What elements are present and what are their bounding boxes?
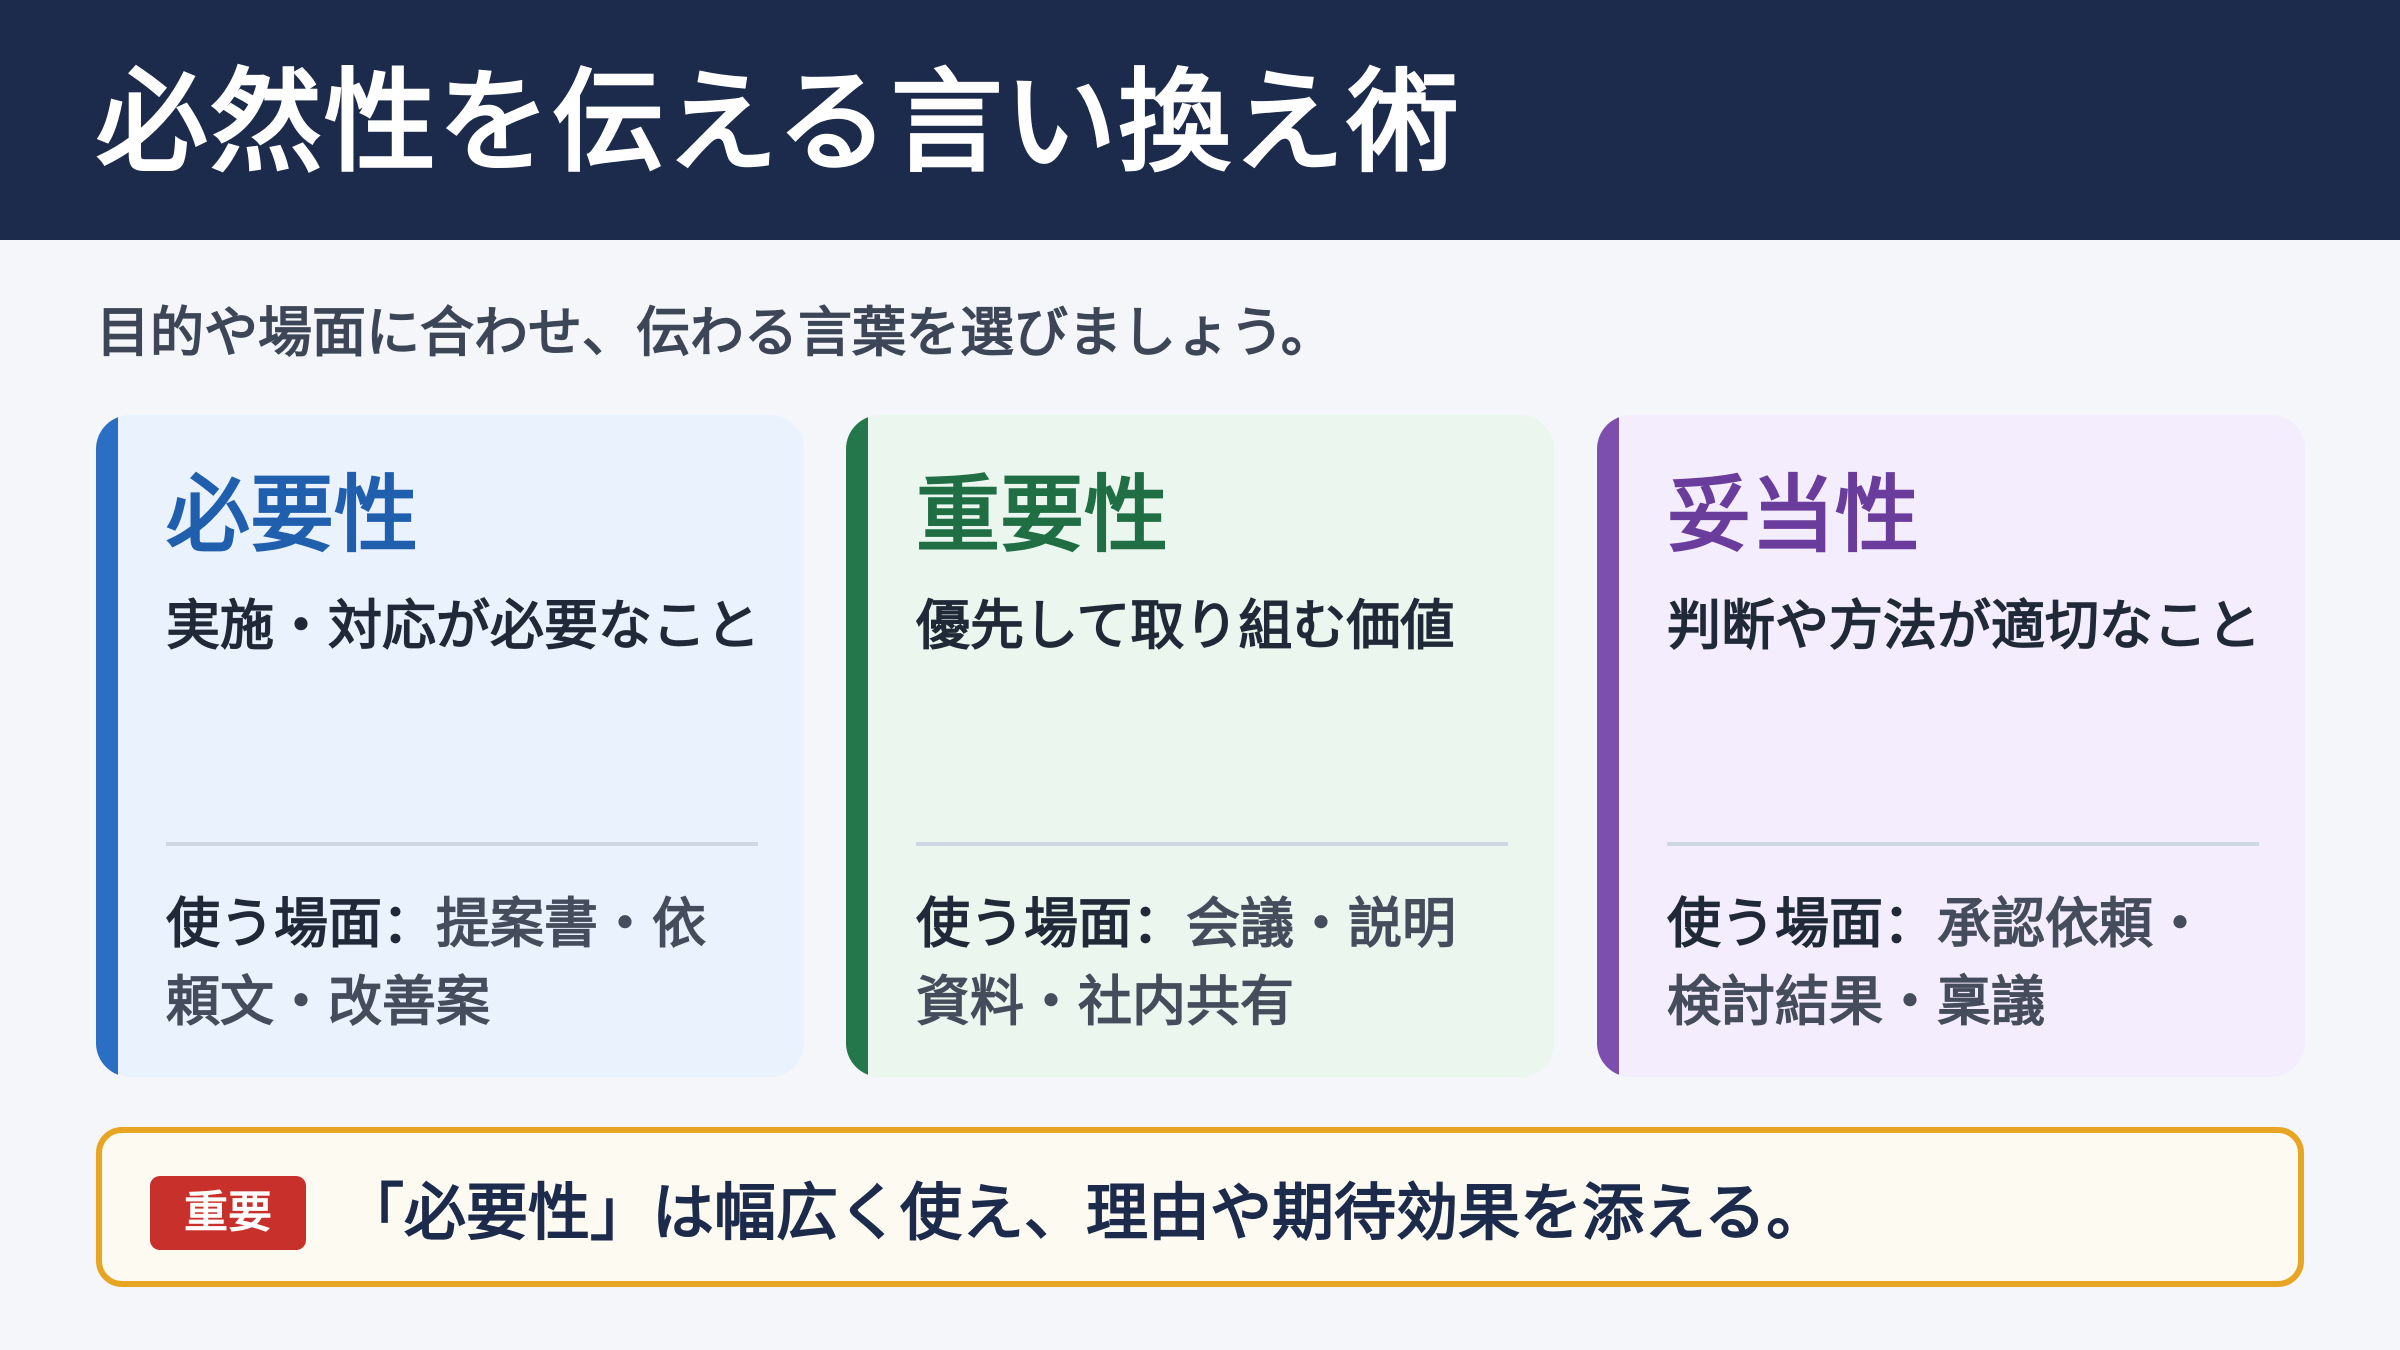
card-usage: 使う場面：会議・説明資料・社内共有	[916, 885, 1508, 1041]
card-description: 実施・対応が必要なこと	[166, 594, 760, 657]
card-divider	[166, 842, 758, 846]
usage-label: 使う場面：	[1667, 892, 1937, 955]
card-usage: 使う場面：承認依頼・検討結果・稟議	[1667, 885, 2259, 1041]
card-usage: 使う場面：提案書・依頼文・改善案	[166, 885, 758, 1041]
page-subtitle: 目的や場面に合わせ、伝わる言葉を選びましょう。	[96, 301, 1335, 364]
card-validity: 妥当性 判断や方法が適切なこと 使う場面：承認依頼・検討結果・稟議	[1597, 415, 2305, 1077]
header-banner: 必然性を伝える言い換え術	[0, 0, 2400, 240]
card-title: 重要性	[916, 466, 1169, 564]
card-title: 必要性	[166, 466, 419, 564]
card-accent-bar	[1597, 415, 1619, 1077]
card-title: 妥当性	[1667, 466, 1920, 564]
card-accent-bar	[96, 415, 118, 1077]
usage-label: 使う場面：	[916, 892, 1186, 955]
card-necessity: 必要性 実施・対応が必要なこと 使う場面：提案書・依頼文・改善案	[96, 415, 804, 1077]
card-description: 優先して取り組む価値	[916, 594, 1455, 657]
important-note: 重要 「必要性」は幅広く使え、理由や期待効果を添える。	[96, 1127, 2304, 1287]
usage-value: 承認依頼・検討結果・稟議	[1667, 892, 2207, 1033]
usage-value: 提案書・依頼文・改善案	[166, 892, 706, 1033]
note-text: 「必要性」は幅広く使え、理由や期待効果を添える。	[342, 1176, 1829, 1249]
usage-label: 使う場面：	[166, 892, 436, 955]
card-description: 判断や方法が適切なこと	[1667, 594, 2261, 657]
card-divider	[1667, 842, 2259, 846]
usage-value: 会議・説明資料・社内共有	[916, 892, 1456, 1033]
card-accent-bar	[846, 415, 868, 1077]
card-importance: 重要性 優先して取り組む価値 使う場面：会議・説明資料・社内共有	[846, 415, 1554, 1077]
card-divider	[916, 842, 1508, 846]
important-badge: 重要	[150, 1176, 306, 1250]
page-title: 必然性を伝える言い換え術	[96, 58, 1461, 188]
